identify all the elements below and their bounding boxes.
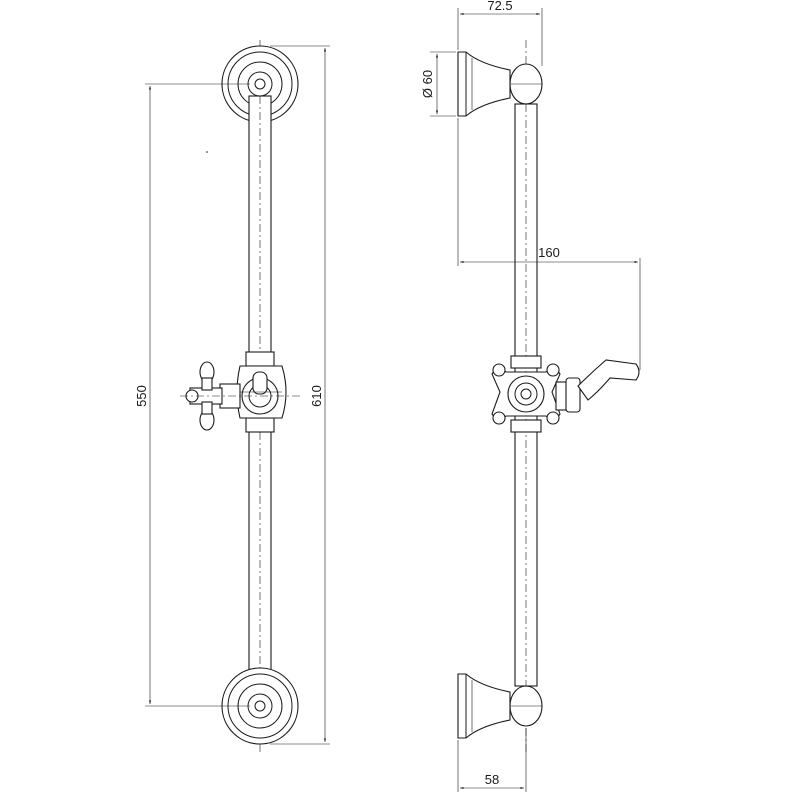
dimension-58: 58 [457, 728, 527, 792]
dim-diameter-60-label: Ø 60 [420, 70, 435, 98]
stray-mark [206, 151, 208, 153]
dimension-diameter-60: Ø 60 [420, 51, 456, 117]
dim-160-label: 160 [538, 245, 560, 260]
side-lever-handle [555, 359, 640, 413]
side-slider [491, 355, 561, 433]
front-view: 550 610 [134, 40, 330, 752]
side-bottom-bracket [457, 673, 543, 739]
dimension-72-5: 72.5 [457, 0, 543, 66]
dim-550-label: 550 [134, 385, 149, 407]
dim-58-label: 58 [485, 772, 499, 787]
dimension-550: 550 [134, 83, 250, 707]
dimension-610: 610 [270, 45, 330, 745]
dim-72-5-label: 72.5 [487, 0, 512, 13]
side-view: 72.5 Ø 60 160 58 [420, 0, 641, 792]
dimension-160: 160 [457, 118, 641, 370]
front-slider [236, 351, 287, 433]
dim-610-label: 610 [309, 385, 324, 407]
front-cross-knob [180, 361, 300, 431]
